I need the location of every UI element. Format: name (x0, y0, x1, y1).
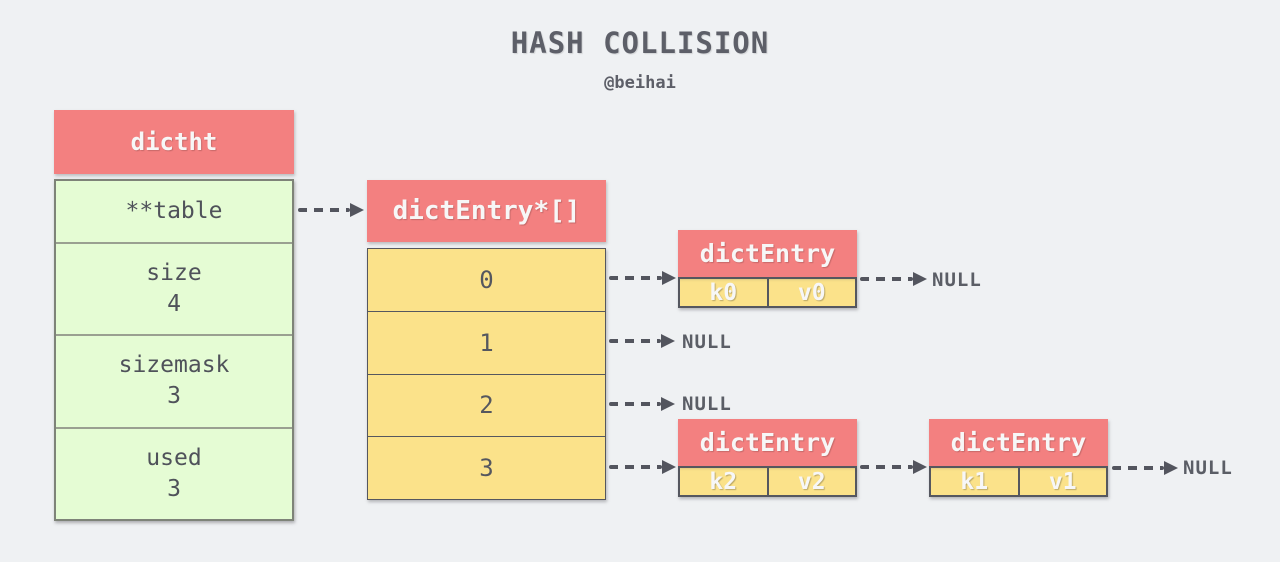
field-value: 4 (167, 290, 181, 317)
arrow-table-to-array (298, 203, 364, 217)
arrowhead-icon (913, 460, 927, 474)
entry-value-cell: v0 (766, 279, 856, 306)
bucket-slot-1: 1 (367, 311, 606, 375)
entry-key-cell: k1 (960, 468, 989, 495)
entry-key-cell: k0 (709, 279, 738, 306)
arrow-slot3-to-entry (609, 460, 676, 474)
dictht-field-used: used 3 (56, 426, 292, 519)
entry-key-cell: k2 (709, 468, 738, 495)
dictht-header: dictht (54, 110, 294, 174)
dict-entry-node-k0: dictEntry k0 v0 (678, 230, 857, 308)
bucket-array-body: 0 1 2 3 (367, 248, 606, 500)
dictht-field-size: size 4 (56, 241, 292, 334)
arrowhead-icon (1164, 461, 1178, 475)
dict-entry-header: dictEntry (678, 419, 857, 466)
page-title: HASH COLLISION (510, 26, 770, 60)
entry-value-cell: v2 (766, 468, 856, 495)
arrow-entry-k1-to-null (1112, 461, 1178, 475)
null-terminator: NULL (1183, 457, 1233, 479)
field-label: sizemask (118, 352, 230, 379)
dict-entry-node-k1: dictEntry k1 v1 (929, 419, 1108, 497)
bucket-array-header: dictEntry*[] (367, 180, 606, 242)
dict-entry-cells: k1 v1 (929, 466, 1108, 497)
dictht-field-sizemask: sizemask 3 (56, 334, 292, 426)
arrow-slot0-to-entry (609, 271, 676, 285)
arrow-entry-k2-to-entry-k1 (860, 460, 927, 474)
null-terminator: NULL (682, 331, 732, 353)
arrowhead-icon (661, 334, 675, 348)
dict-entry-header: dictEntry (678, 230, 857, 277)
arrowhead-icon (350, 203, 364, 217)
field-label: **table (125, 197, 223, 224)
null-terminator: NULL (932, 269, 982, 291)
arrow-slot1-to-null (609, 334, 675, 348)
arrowhead-icon (662, 271, 676, 285)
arrowhead-icon (913, 272, 927, 286)
arrowhead-icon (661, 397, 675, 411)
arrowhead-icon (662, 460, 676, 474)
arrow-slot2-to-null (609, 397, 675, 411)
dict-entry-cells: k2 v2 (678, 466, 857, 497)
dictht-body: **table size 4 sizemask 3 used 3 (54, 179, 294, 521)
dict-entry-header: dictEntry (929, 419, 1108, 466)
bucket-slot-2: 2 (367, 374, 606, 438)
dict-entry-node-k2: dictEntry k2 v2 (678, 419, 857, 497)
bucket-slot-0: 0 (367, 248, 606, 312)
dict-entry-cells: k0 v0 (678, 277, 857, 308)
field-value: 3 (167, 383, 181, 410)
author-credit: @beihai (604, 73, 676, 93)
null-terminator: NULL (682, 393, 732, 415)
bucket-slot-3: 3 (367, 437, 606, 500)
arrow-entry-k0-to-null (860, 272, 927, 286)
dictht-field-table: **table (56, 181, 292, 242)
field-label: used (146, 444, 202, 471)
field-label: size (146, 259, 202, 286)
entry-value-cell: v1 (1017, 468, 1107, 495)
field-value: 3 (167, 475, 181, 502)
